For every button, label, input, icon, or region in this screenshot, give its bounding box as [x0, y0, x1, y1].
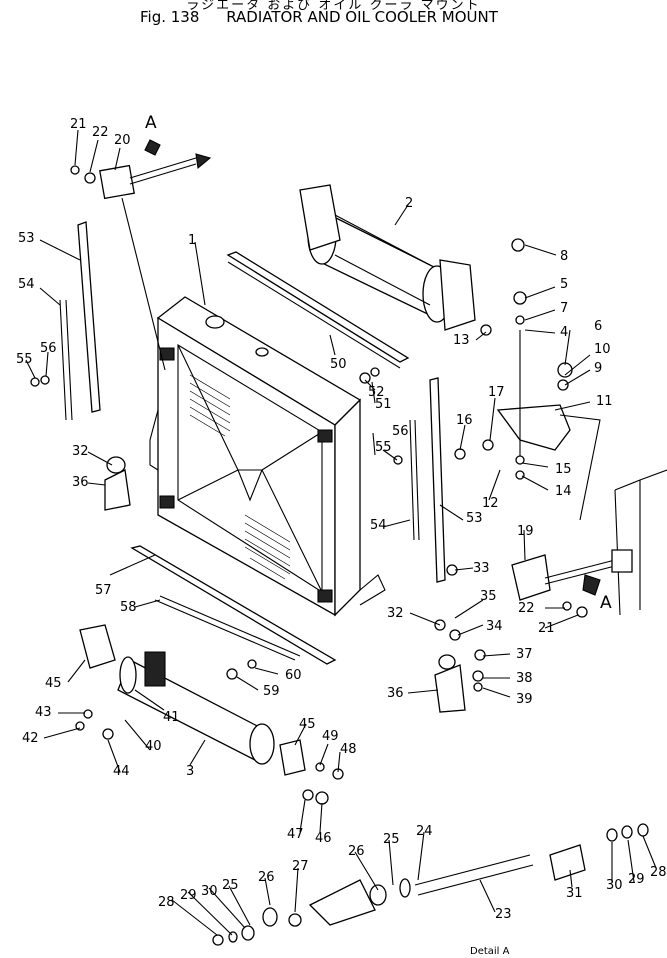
mounts	[105, 457, 465, 712]
callout-53b: 53	[466, 511, 483, 526]
callout-56: 56	[40, 341, 57, 356]
callout-22b: 22	[518, 601, 535, 616]
oil-cooler-lower	[80, 625, 305, 775]
callout-32: 32	[72, 444, 89, 459]
callout-14: 14	[555, 484, 572, 499]
callout-23: 23	[495, 907, 512, 922]
fasteners	[31, 166, 587, 804]
callout-28b: 28	[158, 895, 175, 910]
callout-45b: 45	[299, 717, 316, 732]
callout-36b: 36	[387, 686, 404, 701]
callout-42: 42	[22, 731, 39, 746]
cross-stay	[228, 252, 408, 368]
callout-30: 30	[606, 878, 623, 893]
callout-29: 29	[628, 872, 645, 887]
callout-46: 46	[315, 831, 332, 846]
tie-rod-upper	[100, 154, 210, 370]
callout-44: 44	[113, 764, 130, 779]
arrow-a-top	[145, 140, 160, 155]
callout-9: 9	[594, 361, 603, 376]
japanese-title: ラジエータ および オイル クーラ マウント	[186, 0, 481, 13]
callout-30b: 30	[201, 884, 218, 899]
callout-49: 49	[322, 729, 339, 744]
tie-rod-lower	[512, 470, 667, 615]
callout-50: 50	[330, 357, 347, 372]
callout-34: 34	[486, 619, 503, 634]
callout-26b: 26	[258, 870, 275, 885]
callout-27: 27	[292, 859, 309, 874]
callout-47: 47	[287, 827, 304, 842]
callout-32b: 32	[387, 606, 404, 621]
callout-48: 48	[340, 742, 357, 757]
callout-3: 3	[186, 764, 195, 779]
callout-28: 28	[650, 865, 667, 880]
callout-51: 51	[375, 397, 392, 412]
callout-40: 40	[145, 739, 162, 754]
callout-26: 26	[348, 844, 365, 859]
callout-41: 41	[163, 710, 180, 725]
view-label-a-top: A	[145, 113, 157, 133]
callout-33: 33	[473, 561, 490, 576]
callout-25: 25	[383, 832, 400, 847]
callout-6: 6	[594, 319, 603, 334]
callout-20: 20	[114, 133, 131, 148]
callout-17: 17	[488, 385, 505, 400]
callout-21b: 21	[538, 621, 555, 636]
left-strips	[60, 222, 100, 420]
view-label-a-right: A	[600, 593, 612, 613]
callout-43: 43	[35, 705, 52, 720]
callout-22: 22	[92, 125, 109, 140]
callout-8: 8	[560, 249, 569, 264]
callout-39: 39	[516, 692, 533, 707]
callout-11: 11	[596, 394, 613, 409]
callout-38: 38	[516, 671, 533, 686]
callout-54b: 54	[370, 518, 387, 533]
callout-4: 4	[560, 325, 569, 340]
callout-5: 5	[560, 277, 569, 292]
callout-55b: 55	[375, 440, 392, 455]
callout-35: 35	[480, 589, 497, 604]
callout-37: 37	[516, 647, 533, 662]
callout-54: 54	[18, 277, 35, 292]
callout-12: 12	[482, 496, 499, 511]
callout-59: 59	[263, 684, 280, 699]
radiator-assembly	[150, 297, 385, 615]
callout-13: 13	[453, 333, 470, 348]
figure-title: Fig. 138 RADIATOR AND OIL COOLER MOUNT	[140, 8, 498, 26]
callout-15: 15	[555, 462, 572, 477]
bracket-11	[498, 330, 600, 520]
callout-29b: 29	[180, 888, 197, 903]
callout-53: 53	[18, 231, 35, 246]
figure-caption: RADIATOR AND OIL COOLER MOUNT	[226, 8, 498, 26]
callout-7: 7	[560, 301, 569, 316]
callout-52: 52	[368, 385, 385, 400]
callout-58: 58	[120, 600, 137, 615]
detail-a-rod	[213, 824, 648, 945]
oil-cooler-upper	[300, 185, 475, 330]
leader-lines	[26, 130, 656, 935]
callout-56b: 56	[392, 424, 409, 439]
lower-strips	[132, 546, 335, 664]
callout-45: 45	[45, 676, 62, 691]
callout-2: 2	[405, 196, 414, 211]
right-strips	[410, 378, 445, 582]
callout-55: 55	[16, 352, 33, 367]
callout-10: 10	[594, 342, 611, 357]
detail-caption: Detail A	[470, 946, 510, 957]
arrow-a-right	[583, 575, 600, 595]
figure-number: Fig. 138	[140, 8, 200, 26]
callout-60: 60	[285, 668, 302, 683]
callout-31: 31	[566, 886, 583, 901]
callout-19: 19	[517, 524, 534, 539]
callout-57: 57	[95, 583, 112, 598]
callout-1: 1	[188, 233, 197, 248]
callout-25b: 25	[222, 878, 239, 893]
callout-16: 16	[456, 413, 473, 428]
callout-24: 24	[416, 824, 433, 839]
callout-36: 36	[72, 475, 89, 490]
callout-21: 21	[70, 117, 87, 132]
